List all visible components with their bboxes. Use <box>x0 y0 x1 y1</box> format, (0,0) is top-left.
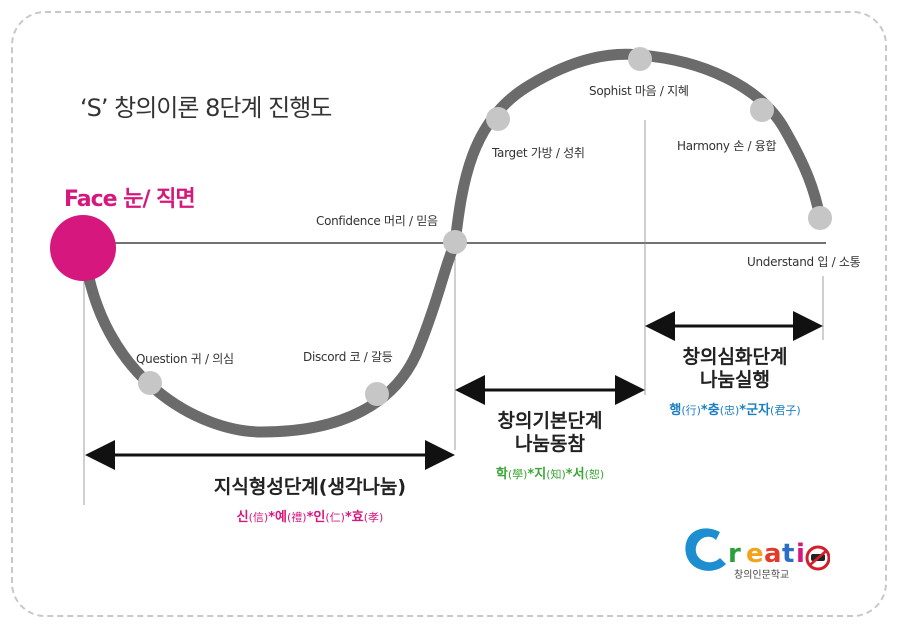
virtue-seo-hanja: (恕) <box>584 468 605 481</box>
virtue-sep: * <box>527 467 535 482</box>
virtue-haeng-hanja: (行) <box>681 404 701 417</box>
stage-1-title: 지식형성단계(생각나눔) <box>213 476 407 498</box>
step-node-understand <box>808 206 832 230</box>
stage-3-title-line1: 창의심화단계 <box>682 346 788 368</box>
logo-letter-t: t <box>782 539 794 569</box>
virtue-ji-hanja: (知) <box>546 468 566 481</box>
virtue-ye: 예 <box>275 510 287 525</box>
diagram-title: ‘S’ 창의이론 8단계 진행도 <box>80 94 332 122</box>
virtue-haeng: 행 <box>669 403 682 418</box>
stage-2-title-line1: 창의기본단계 <box>497 410 603 432</box>
logo-letter-r: r <box>728 539 741 569</box>
step-label-confidence: Confidence 머리 / 믿음 <box>316 214 438 228</box>
step-node-discord <box>365 382 389 406</box>
virtue-chung: 충 <box>707 403 720 418</box>
virtue-ye-hanja: (禮) <box>287 511 307 524</box>
virtue-in: 인 <box>313 510 326 525</box>
logo-letter-e: e <box>746 539 764 569</box>
step-label-sophist: Sophist 마음 / 지혜 <box>589 84 689 98</box>
stage-1-virtues: 신(信)*예(禮)*인(仁)*효(孝) <box>190 506 430 525</box>
dashed-frame <box>11 11 887 617</box>
virtue-sep: * <box>700 403 708 418</box>
step-node-harmony <box>750 98 774 122</box>
stage-2-title-line2: 나눔동참 <box>515 433 585 455</box>
logo-letter-i: i <box>796 539 805 569</box>
virtue-hak-hanja: (學) <box>507 468 528 481</box>
step-node-sophist <box>628 47 652 71</box>
virtue-sep: * <box>739 403 747 418</box>
creati-logo: r e a t i <box>685 528 830 571</box>
virtue-hyo-hanja: (孝) <box>363 511 384 524</box>
step-label-harmony: Harmony 손 / 융합 <box>677 139 777 153</box>
step-label-target: Target 가방 / 성취 <box>492 146 585 160</box>
virtue-hak: 학 <box>495 467 508 482</box>
face-label: Face 눈/ 직면 <box>64 187 196 212</box>
step-label-discord: Discord 코 / 갈등 <box>303 350 393 364</box>
virtue-sin-hanja: (信) <box>248 511 269 524</box>
virtue-chung-hanja: (忠) <box>719 404 740 417</box>
logo-letter-a: a <box>764 539 782 569</box>
step-node-target <box>486 107 510 131</box>
virtue-ji: 지 <box>534 467 547 482</box>
logo-caption: 창의인문학교 <box>734 570 790 581</box>
virtue-sep: * <box>306 510 314 525</box>
virtue-in-hanja: (仁) <box>325 511 345 524</box>
virtue-sep: * <box>344 510 352 525</box>
face-node <box>50 215 116 281</box>
stage-2-virtues: 학(學)*지(知)*서(恕) <box>460 463 640 482</box>
stage-2-title: 창의기본단계 나눔동참 <box>460 410 640 456</box>
stage-3-virtues: 행(行)*충(忠)*군자(君子) <box>650 399 820 418</box>
virtue-sep: * <box>268 510 276 525</box>
step-label-question: Question 귀 / 의심 <box>136 352 234 366</box>
step-node-confidence <box>443 230 467 254</box>
virtue-sin: 신 <box>236 510 249 525</box>
virtue-seo: 서 <box>572 467 585 482</box>
step-label-understand: Understand 입 / 소통 <box>747 255 861 269</box>
stage-3-title: 창의심화단계 나눔실행 <box>650 346 820 392</box>
virtue-gunja-hanja: (君子) <box>770 404 801 417</box>
virtue-sep: * <box>565 467 573 482</box>
s-curve <box>78 48 826 438</box>
step-node-question <box>138 371 162 395</box>
virtue-hyo: 효 <box>351 510 364 525</box>
stage-3-title-line2: 나눔실행 <box>700 369 770 391</box>
virtue-gunja: 군자 <box>746 403 771 418</box>
